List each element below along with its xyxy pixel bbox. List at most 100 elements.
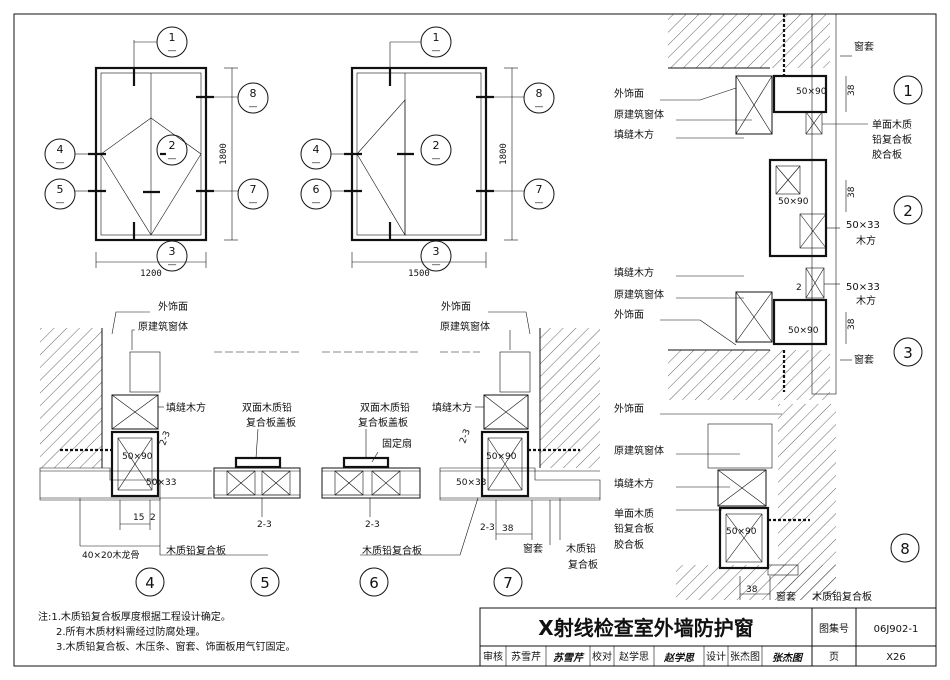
svg-text:2: 2 bbox=[903, 202, 913, 220]
svg-text:木质铅复合板: 木质铅复合板 bbox=[812, 590, 872, 603]
svg-text:木质铅复合板: 木质铅复合板 bbox=[362, 544, 422, 557]
svg-text:外饰面: 外饰面 bbox=[441, 300, 471, 313]
drawing-title: X射线检查室外墙防护窗 bbox=[538, 616, 753, 640]
title-block: X射线检查室外墙防护窗 图集号 06J902-1 审核 苏雪芹 苏雪芹 校对 赵… bbox=[479, 607, 937, 667]
svg-text:图集号: 图集号 bbox=[819, 622, 849, 635]
svg-text:校对: 校对 bbox=[592, 650, 612, 663]
svg-text:—: — bbox=[168, 260, 177, 270]
callout-circle bbox=[420, 240, 452, 272]
svg-text:5: 5 bbox=[260, 574, 270, 592]
section-details-right: 窗套 外饰面 原建筑窗体 填缝木方 50×90 38 单面木质 铅复合板 胶合板… bbox=[614, 13, 923, 603]
svg-text:2-3: 2-3 bbox=[365, 520, 380, 530]
svg-text:50×90: 50×90 bbox=[796, 87, 827, 97]
svg-text:复合板盖板: 复合板盖板 bbox=[358, 416, 408, 429]
callout-circle bbox=[237, 82, 269, 114]
callout-2: 2 bbox=[433, 139, 440, 152]
svg-text:外饰面: 外饰面 bbox=[614, 308, 644, 321]
svg-text:2: 2 bbox=[150, 513, 156, 523]
svg-text:2-3: 2-3 bbox=[257, 520, 272, 530]
svg-text:15: 15 bbox=[133, 513, 144, 523]
svg-text:—: — bbox=[56, 198, 65, 208]
callout-circle bbox=[237, 178, 269, 210]
svg-text:50×90: 50×90 bbox=[778, 197, 809, 207]
svg-text:张杰图: 张杰图 bbox=[730, 651, 760, 663]
callout-4: 4 bbox=[313, 143, 320, 156]
note-1: 注:1.木质铅复合板厚度根据工程设计确定。 bbox=[38, 610, 231, 623]
svg-text:—: — bbox=[432, 46, 441, 56]
svg-text:审核: 审核 bbox=[483, 650, 503, 663]
callout-circle bbox=[44, 138, 76, 170]
svg-text:苏雪芹: 苏雪芹 bbox=[511, 650, 541, 663]
svg-text:铅复合板: 铅复合板 bbox=[872, 133, 912, 146]
sheet-border bbox=[13, 13, 937, 667]
svg-text:2: 2 bbox=[796, 283, 802, 293]
svg-text:—: — bbox=[312, 198, 321, 208]
svg-text:双面木质铅: 双面木质铅 bbox=[242, 401, 292, 414]
label-window-body: 原建筑窗体 bbox=[138, 320, 188, 333]
label-casing-top: 窗套 bbox=[854, 40, 874, 53]
svg-text:胶合板: 胶合板 bbox=[614, 538, 644, 551]
svg-text:38: 38 bbox=[847, 318, 857, 330]
callout-7: 7 bbox=[250, 183, 257, 196]
detail-circle-8 bbox=[890, 533, 920, 563]
svg-text:—: — bbox=[168, 154, 177, 164]
svg-text:木质铅: 木质铅 bbox=[566, 542, 596, 555]
svg-text:复合板: 复合板 bbox=[568, 558, 598, 571]
callout-circle bbox=[420, 134, 452, 166]
svg-text:设计: 设计 bbox=[706, 650, 726, 663]
svg-text:木方: 木方 bbox=[856, 234, 876, 247]
callout-4: 4 bbox=[57, 143, 64, 156]
svg-text:窗套: 窗套 bbox=[776, 590, 796, 603]
callout-circle bbox=[44, 178, 76, 210]
svg-text:原建筑窗体: 原建筑窗体 bbox=[614, 108, 664, 121]
height-dim-right: 1800 bbox=[499, 143, 509, 165]
proof-signature: 赵学思 bbox=[663, 652, 695, 664]
svg-text:填缝木方: 填缝木方 bbox=[432, 401, 472, 414]
svg-text:外饰面: 外饰面 bbox=[614, 87, 644, 100]
svg-text:50×33: 50×33 bbox=[846, 220, 880, 231]
svg-text:—: — bbox=[535, 198, 544, 208]
detail-circle-3 bbox=[893, 337, 923, 367]
notes: 注:1.木质铅复合板厚度根据工程设计确定。 2.所有木质材料需经过防腐处理。 3… bbox=[38, 610, 296, 653]
svg-text:—: — bbox=[535, 102, 544, 112]
svg-text:38: 38 bbox=[847, 186, 857, 198]
elevation-right: 1500 1800 1 — 2 — 3 — 4 — 6 — 7 — 8 — bbox=[300, 26, 555, 279]
svg-text:50×90: 50×90 bbox=[788, 326, 819, 336]
svg-text:填缝木方: 填缝木方 bbox=[614, 266, 654, 279]
callout-3: 3 bbox=[169, 245, 176, 258]
elevation-left: 1200 1800 1 — 2 — 3 — 4 — 5 — 7 — 8 — bbox=[44, 26, 269, 279]
svg-text:单面木质: 单面木质 bbox=[614, 508, 654, 520]
svg-text:原建筑窗体: 原建筑窗体 bbox=[614, 444, 664, 457]
svg-text:—: — bbox=[249, 198, 258, 208]
callout-circle bbox=[523, 82, 555, 114]
svg-text:50×90: 50×90 bbox=[726, 527, 757, 537]
window-frame bbox=[350, 66, 488, 242]
callout-circle bbox=[523, 178, 555, 210]
section-details-bottom: 外饰面 原建筑窗体 填缝木方 50×90 50×33 2-3 40×20木龙骨 … bbox=[39, 300, 601, 597]
note-3: 3.木质铅复合板、木压条、窗套、饰面板用气钉固定。 bbox=[56, 640, 296, 653]
callout-1: 1 bbox=[433, 31, 440, 44]
svg-text:原建筑窗体: 原建筑窗体 bbox=[440, 320, 490, 333]
svg-text:50×90: 50×90 bbox=[122, 452, 153, 462]
callout-8: 8 bbox=[536, 87, 543, 100]
svg-text:50×33: 50×33 bbox=[456, 478, 486, 488]
svg-text:窗套: 窗套 bbox=[854, 353, 874, 366]
svg-text:8: 8 bbox=[900, 540, 910, 558]
svg-text:铅复合板: 铅复合板 bbox=[614, 522, 654, 535]
svg-text:—: — bbox=[56, 158, 65, 168]
height-dim-left: 1800 bbox=[219, 143, 229, 165]
svg-text:复合板盖板: 复合板盖板 bbox=[246, 416, 296, 429]
callout-circle bbox=[156, 134, 188, 166]
callout-circle bbox=[300, 138, 332, 170]
review-signature: 苏雪芹 bbox=[553, 652, 585, 664]
label-fixed-sash: 固定扇 bbox=[382, 437, 412, 450]
svg-text:—: — bbox=[249, 102, 258, 112]
label-window-casing: 窗套 bbox=[523, 542, 543, 555]
svg-text:50×90: 50×90 bbox=[486, 452, 517, 462]
note-2: 2.所有木质材料需经过防腐处理。 bbox=[56, 625, 206, 638]
callout-8: 8 bbox=[250, 87, 257, 100]
svg-text:2-3: 2-3 bbox=[458, 428, 472, 445]
label-keel: 40×20木龙骨 bbox=[82, 549, 139, 561]
svg-text:6: 6 bbox=[369, 574, 379, 592]
